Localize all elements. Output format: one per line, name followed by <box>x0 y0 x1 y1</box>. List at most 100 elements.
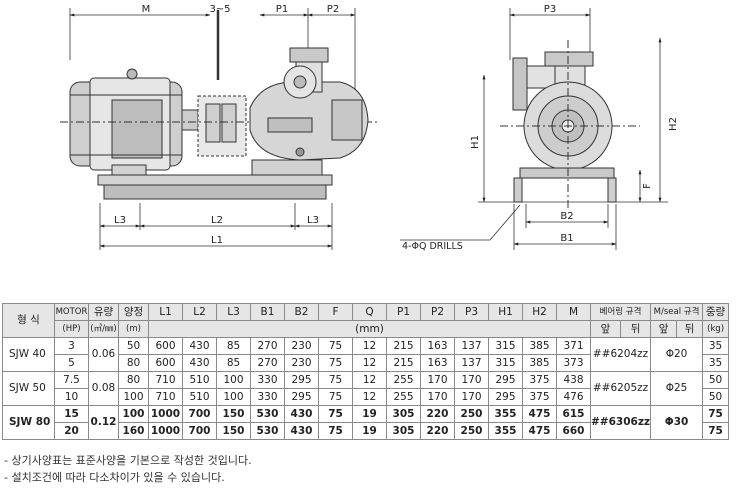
header-dim-h1: H1 <box>488 303 523 321</box>
header-dim-b1: B1 <box>250 303 285 321</box>
dim-cell: 12 <box>352 371 387 389</box>
dim-label-h1: H1 <box>470 135 481 149</box>
dim-label-b1: B1 <box>560 233 573 244</box>
dim-cell: 220 <box>420 422 455 440</box>
header-dim-l3: L3 <box>216 303 251 321</box>
dim-cell: 371 <box>556 337 591 355</box>
dim-cell: 295 <box>488 388 523 406</box>
seal-cell: Φ20 <box>650 337 704 372</box>
dim-cell: 150 <box>216 405 251 423</box>
dim-cell: 600 <box>148 337 183 355</box>
head-cell: 80 <box>118 354 149 372</box>
dim-label-l3-right: L3 <box>307 215 319 226</box>
dim-cell: 510 <box>182 371 217 389</box>
header-dim-q: Q <box>352 303 387 321</box>
dim-cell: 475 <box>522 405 557 423</box>
dim-cell: 385 <box>522 354 557 372</box>
motor-cell: 20 <box>54 422 89 440</box>
dim-cell: 375 <box>522 371 557 389</box>
header-motor: MOTOR <box>54 303 89 321</box>
dim-cell: 163 <box>420 354 455 372</box>
header-weight-unit: (kg) <box>702 320 730 338</box>
dim-cell: 375 <box>522 388 557 406</box>
dim-cell: 19 <box>352 405 387 423</box>
weight-cell: 75 <box>702 405 730 423</box>
dim-cell: 430 <box>182 337 217 355</box>
motor-cell: 15 <box>54 405 89 423</box>
dim-cell: 19 <box>352 422 387 440</box>
dim-label-f: F <box>642 183 653 189</box>
dim-cell: 373 <box>556 354 591 372</box>
header-flow: 유량 <box>88 303 119 321</box>
dim-cell: 230 <box>284 354 319 372</box>
dim-cell: 1000 <box>148 422 183 440</box>
pump-drawing: M 3~5 P1 P2 P3 <box>60 4 679 252</box>
dim-cell: 530 <box>250 422 285 440</box>
model-cell: SJW 80 <box>2 405 55 440</box>
header-dim-b2: B2 <box>284 303 319 321</box>
dim-cell: 430 <box>284 405 319 423</box>
dim-label-p3: P3 <box>544 4 556 15</box>
motor-cell: 5 <box>54 354 89 372</box>
dim-label-l2: L2 <box>211 215 223 226</box>
flow-cell: 0.08 <box>88 371 119 406</box>
header-dim-l1: L1 <box>148 303 183 321</box>
dim-cell: 100 <box>216 371 251 389</box>
dim-cell: 220 <box>420 405 455 423</box>
dim-cell: 355 <box>488 405 523 423</box>
header-dim-h2: H2 <box>522 303 557 321</box>
weight-cell: 50 <box>702 388 730 406</box>
header-dim-m: M <box>556 303 591 321</box>
motor-cell: 10 <box>54 388 89 406</box>
header-dim-p3: P3 <box>454 303 489 321</box>
top-dimensions <box>69 8 591 100</box>
header-model: 형 식 <box>2 303 55 338</box>
header-dims-unit: (mm) <box>148 320 591 338</box>
dim-cell: 12 <box>352 337 387 355</box>
drills-label: 4-ΦQ DRILLS <box>402 241 463 252</box>
dim-cell: 85 <box>216 337 251 355</box>
head-cell: 50 <box>118 337 149 355</box>
header-row-1: 형 식 MOTOR 유량 양정 L1 L2 L3 B1 B2 F Q P1 P2… <box>2 303 730 338</box>
dim-cell: 100 <box>216 388 251 406</box>
dim-cell: 163 <box>420 337 455 355</box>
header-dim-p2: P2 <box>420 303 455 321</box>
dim-cell: 438 <box>556 371 591 389</box>
header-dim-l2: L2 <box>182 303 217 321</box>
dim-label-p2: P2 <box>327 4 339 15</box>
side-dimensions <box>400 37 668 250</box>
header-head-unit: (m) <box>118 320 149 338</box>
header-row-2: (HP) (㎥/㎜) (m) (mm) 앞 뒤 앞 뒤 (kg) <box>3 320 730 338</box>
dim-cell: 330 <box>250 371 285 389</box>
dim-cell: 255 <box>386 371 421 389</box>
dim-cell: 12 <box>352 354 387 372</box>
dim-cell: 230 <box>284 337 319 355</box>
header-motor-unit: (HP) <box>54 320 89 338</box>
bearing-cell: ##6205zz <box>589 371 652 406</box>
dim-cell: 615 <box>556 405 591 423</box>
bearing-cell: ##6306zz <box>589 405 652 440</box>
base-plate-shape <box>97 159 333 200</box>
dim-label-b2: B2 <box>560 211 573 222</box>
model-cell: SJW 50 <box>2 371 55 406</box>
dim-cell: 12 <box>352 388 387 406</box>
dim-label-l3-left: L3 <box>114 215 126 226</box>
dim-cell: 250 <box>454 405 489 423</box>
head-cell: 100 <box>118 388 149 406</box>
dim-cell: 476 <box>556 388 591 406</box>
dim-cell: 137 <box>454 354 489 372</box>
dim-label-gap: 3~5 <box>209 4 230 15</box>
dim-cell: 330 <box>250 388 285 406</box>
header-dim-f: F <box>318 303 353 321</box>
dim-cell: 295 <box>488 371 523 389</box>
dim-cell: 137 <box>454 337 489 355</box>
spec-table: 형 식 MOTOR 유량 양정 L1 L2 L3 B1 B2 F Q P1 P2… <box>2 303 730 440</box>
dim-cell: 255 <box>386 388 421 406</box>
dim-cell: 75 <box>318 422 353 440</box>
dim-cell: 75 <box>318 405 353 423</box>
dim-cell: 1000 <box>148 405 183 423</box>
